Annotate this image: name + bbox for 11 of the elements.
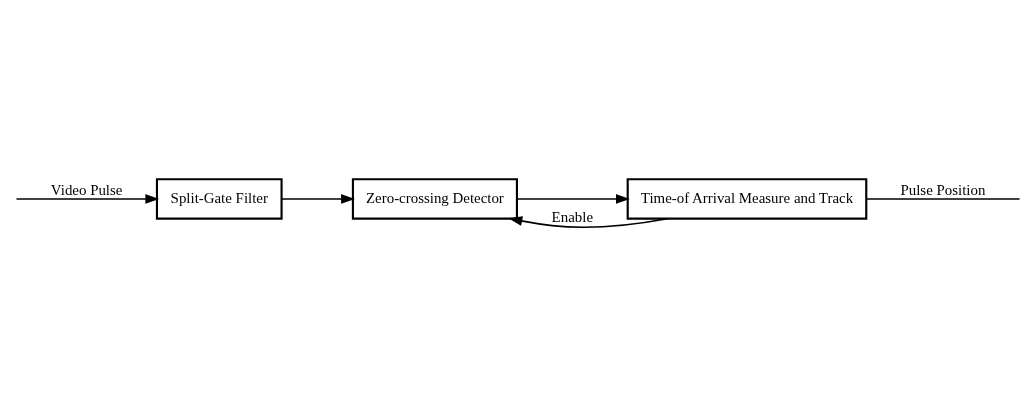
node-box: Time-of Arrival Measure and Track	[626, 177, 868, 220]
node-box: Split-Gate Filter	[155, 177, 283, 220]
arrow	[281, 193, 355, 204]
arrow	[15, 193, 160, 204]
arrow	[516, 193, 630, 204]
edge-label: Enable	[551, 208, 594, 225]
edge-label: Video Pulse	[50, 181, 123, 198]
connector	[865, 197, 1021, 200]
arrow	[508, 215, 669, 228]
edge-label: Pulse Position	[900, 181, 986, 198]
node-box: Zero-crossing Detector	[351, 177, 518, 220]
